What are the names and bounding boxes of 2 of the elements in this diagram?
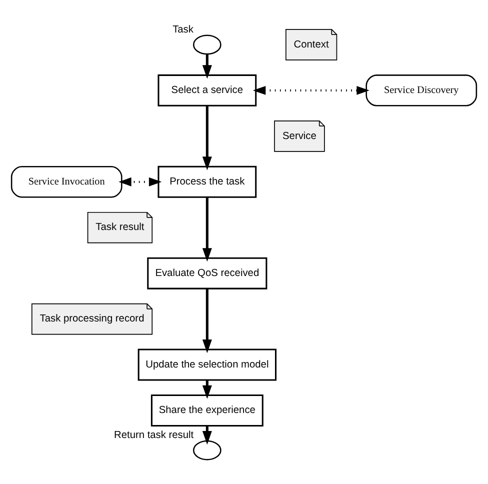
node-label: Task [172,24,194,36]
node-label: Return task result [114,430,194,442]
